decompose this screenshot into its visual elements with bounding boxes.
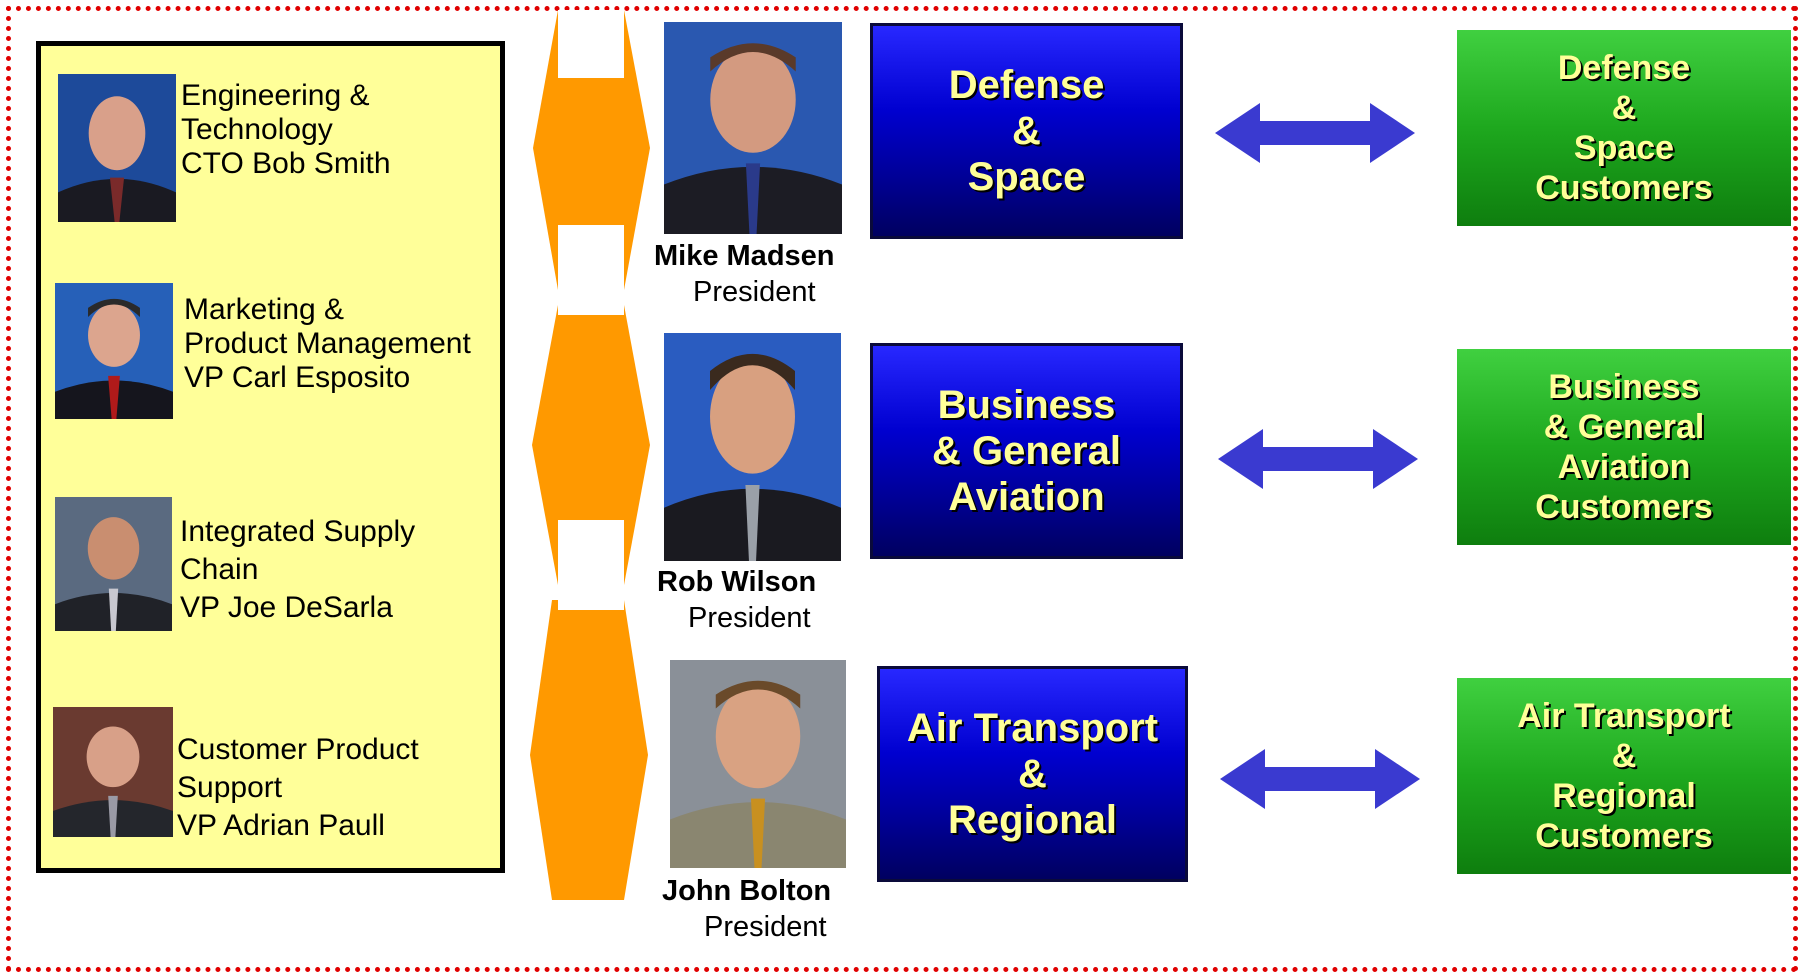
diagram-frame [6,6,1798,972]
double-arrow-icon [1215,103,1415,163]
portrait-photo [55,497,172,631]
connector-arrow-icon [532,305,650,585]
portrait-photo [58,74,176,222]
portrait-photo [664,22,842,234]
president-title: President [704,911,827,943]
portrait-photo [664,333,841,561]
connector-arrow-icon [530,600,648,900]
president-name: John Bolton [662,875,832,907]
division-box-defense-space: Defense&Space [870,23,1183,239]
double-arrow-icon [1220,749,1420,809]
president-name: Mike Madsen [654,240,835,272]
double-arrow-icon [1218,429,1418,489]
president-title: President [693,276,816,308]
portrait-photo [55,283,173,419]
president-title: President [688,602,811,634]
division-box-air-transport: Air Transport&Regional [877,666,1188,882]
portrait-photo [670,660,846,868]
president-name: Rob Wilson [657,566,817,598]
portrait-photo [53,707,173,837]
